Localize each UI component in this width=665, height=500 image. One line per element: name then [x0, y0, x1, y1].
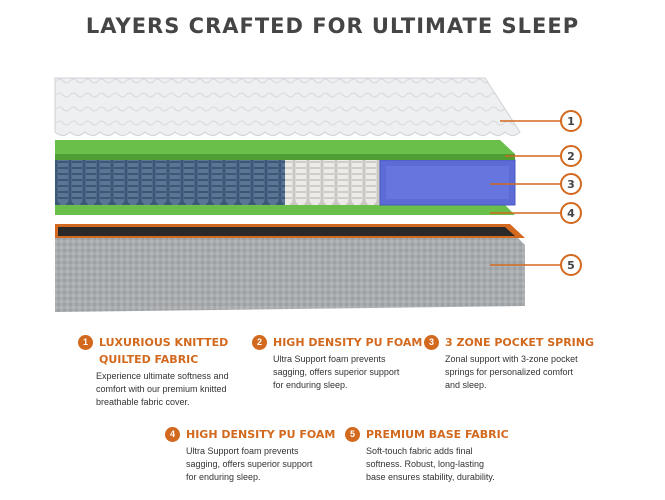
- callout-3: 3: [490, 173, 582, 195]
- feature-1: 1 LUXURIOUS KNITTED QUILTED FABRIC Exper…: [78, 334, 258, 409]
- feature-2-title: HIGH DENSITY PU FOAM: [273, 336, 423, 349]
- feature-5-description: Soft-touch fabric adds final softness. R…: [366, 446, 495, 482]
- feature-3-number-icon: 3: [424, 335, 439, 350]
- feature-2-description: Ultra Support foam prevents sagging, off…: [273, 354, 400, 390]
- feature-1-title: LUXURIOUS KNITTED QUILTED FABRIC: [99, 336, 229, 366]
- marker-4-icon: [560, 202, 582, 224]
- feature-3-description: Zonal support with 3-zone pocket springs…: [445, 354, 578, 390]
- marker-2-label: 2: [567, 150, 575, 163]
- feature-5-title: PREMIUM BASE FABRIC: [366, 428, 509, 441]
- marker-4-label: 4: [567, 207, 575, 220]
- feature-4-description: Ultra Support foam prevents sagging, off…: [186, 446, 313, 482]
- layer-2-pu-foam: [55, 140, 515, 154]
- feature-1-number-icon: 1: [78, 335, 93, 350]
- marker-1-icon: [560, 110, 582, 132]
- feature-4: 4 HIGH DENSITY PU FOAM Ultra Support foa…: [165, 426, 340, 484]
- layer-4-pu-foam: [55, 205, 515, 215]
- feature-5-number-icon: 5: [345, 427, 360, 442]
- feature-3-title: 3 ZONE POCKET SPRING: [445, 336, 594, 349]
- marker-3-icon: [560, 173, 582, 195]
- feature-1-description: Experience ultimate softness and comfort…: [96, 371, 229, 407]
- callout-1: 1: [500, 110, 582, 132]
- layer-5-base-fabric: [55, 224, 525, 312]
- callout-2: 2: [505, 145, 582, 167]
- layer-1-quilted-fabric: [54, 77, 521, 136]
- mattress-layers-illustration: 1 2 3 4 5: [54, 77, 582, 312]
- marker-3-label: 3: [567, 178, 575, 191]
- feature-5: 5 PREMIUM BASE FABRIC Soft-touch fabric …: [345, 426, 525, 484]
- feature-2: 2 HIGH DENSITY PU FOAM Ultra Support foa…: [252, 334, 427, 392]
- marker-5-icon: [560, 254, 582, 276]
- layer-3-pocket-springs: [55, 159, 516, 206]
- callout-4: 4: [490, 202, 582, 224]
- marker-2-icon: [560, 145, 582, 167]
- callout-5: 5: [490, 254, 582, 276]
- marker-5-label: 5: [567, 259, 575, 272]
- page-title: LAYERS CRAFTED FOR ULTIMATE SLEEP: [85, 14, 580, 38]
- feature-3: 3 3 ZONE POCKET SPRING Zonal support wit…: [424, 334, 594, 392]
- feature-4-number-icon: 4: [165, 427, 180, 442]
- marker-1-label: 1: [567, 115, 575, 128]
- feature-2-number-icon: 2: [252, 335, 267, 350]
- feature-4-title: HIGH DENSITY PU FOAM: [186, 428, 336, 441]
